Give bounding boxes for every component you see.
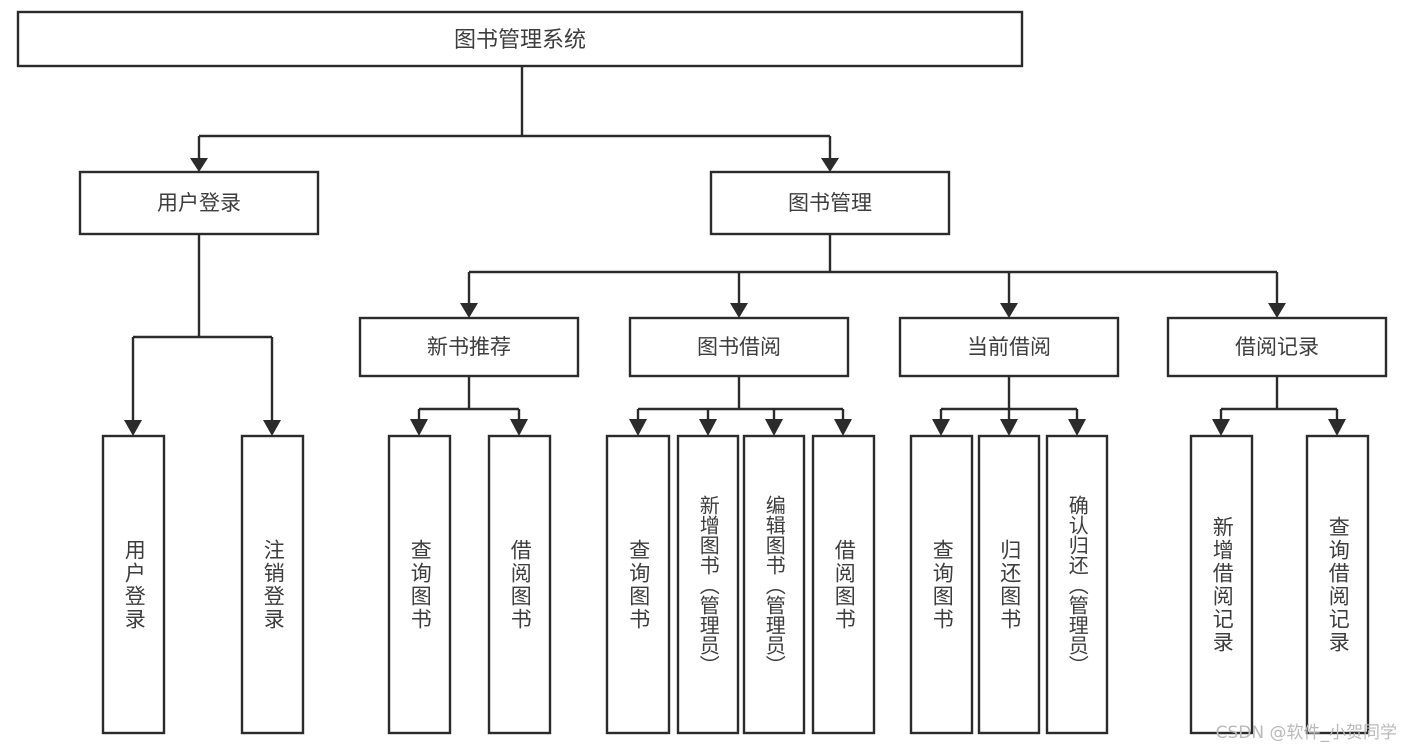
leaf-box-br-query-record[interactable] xyxy=(1305,434,1370,735)
leaf-box-nb-borrow-book[interactable] xyxy=(487,434,552,735)
node-new-book-recommend[interactable]: 新书推荐 xyxy=(358,316,580,378)
arrow-head-user-login xyxy=(190,158,208,172)
leaf-box-br-add-record[interactable] xyxy=(1189,434,1254,735)
leaf-box-bb-edit-book[interactable] xyxy=(742,434,806,735)
connector-group-root xyxy=(190,66,839,172)
node-book-borrow-box[interactable] xyxy=(628,316,850,378)
arrow-head-bb-leaf-4 xyxy=(834,419,852,436)
node-book-management-label: 图书管理 xyxy=(788,191,872,215)
node-borrow-record[interactable]: 借阅记录 xyxy=(1166,316,1388,378)
arrow-head-new-book xyxy=(460,303,478,318)
node-current-borrow-label: 当前借阅 xyxy=(967,335,1051,359)
node-new-book-recommend-label: 新书推荐 xyxy=(427,335,511,359)
node-book-borrow[interactable]: 图书借阅 xyxy=(628,316,850,378)
leaf-box-logout[interactable] xyxy=(240,434,305,735)
arrow-head-nb-leaf-1 xyxy=(410,419,428,436)
connector-group-borrow-record xyxy=(1212,376,1346,436)
node-book-management[interactable]: 图书管理 xyxy=(709,170,951,236)
leaf-box-cb-confirm-return[interactable] xyxy=(1045,434,1109,735)
leaf-box-cb-return-book[interactable] xyxy=(977,434,1041,735)
node-user-login-box[interactable] xyxy=(78,170,320,236)
node-borrow-record-label: 借阅记录 xyxy=(1235,335,1319,359)
arrow-head-bb-leaf-3 xyxy=(765,419,783,436)
arrow-head-cb-leaf-2 xyxy=(1000,419,1018,436)
arrow-head-leaf-user-login xyxy=(124,420,142,436)
node-root-box[interactable] xyxy=(16,10,1024,68)
arrow-head-current-borrow xyxy=(1000,303,1018,318)
arrow-head-book-mgmt xyxy=(821,158,839,172)
node-current-borrow[interactable]: 当前借阅 xyxy=(898,316,1120,378)
node-borrow-record-box[interactable] xyxy=(1166,316,1388,378)
node-new-book-recommend-box[interactable] xyxy=(358,316,580,378)
node-book-borrow-label: 图书借阅 xyxy=(697,335,781,359)
arrow-head-leaf-logout xyxy=(263,420,281,436)
leaf-box-bb-add-book[interactable] xyxy=(676,434,740,735)
connector-group-book-mgmt xyxy=(460,234,1286,318)
arrow-head-bb-leaf-1 xyxy=(629,419,647,436)
node-user-login[interactable]: 用户登录 xyxy=(78,170,320,236)
node-root-label: 图书管理系统 xyxy=(454,28,586,53)
arrow-head-br-leaf-2 xyxy=(1328,419,1346,436)
node-current-borrow-box[interactable] xyxy=(898,316,1120,378)
leaf-box-bb-borrow-book[interactable] xyxy=(811,434,876,735)
arrow-head-bb-leaf-2 xyxy=(699,419,717,436)
arrow-head-br-leaf-1 xyxy=(1212,419,1230,436)
arrow-head-nb-leaf-2 xyxy=(510,419,528,436)
arrow-head-book-borrow xyxy=(730,303,748,318)
connector-group-user-login xyxy=(124,234,281,436)
arrow-head-borrow-record xyxy=(1268,303,1286,318)
node-book-management-box[interactable] xyxy=(709,170,951,236)
leaf-box-user-login[interactable] xyxy=(101,434,166,735)
arrow-head-cb-leaf-3 xyxy=(1068,419,1086,436)
connector-group-current-borrow xyxy=(932,376,1086,436)
connector-group-book-borrow xyxy=(629,376,852,436)
leaf-box-cb-query-book[interactable] xyxy=(909,434,974,735)
arrow-head-cb-leaf-1 xyxy=(932,419,950,436)
node-root[interactable]: 图书管理系统 xyxy=(16,10,1024,68)
leaf-box-nb-query-book[interactable] xyxy=(387,434,452,735)
node-user-login-label: 用户登录 xyxy=(157,191,241,215)
connector-group-new-book xyxy=(410,376,528,436)
leaf-box-bb-query-book[interactable] xyxy=(605,434,671,735)
